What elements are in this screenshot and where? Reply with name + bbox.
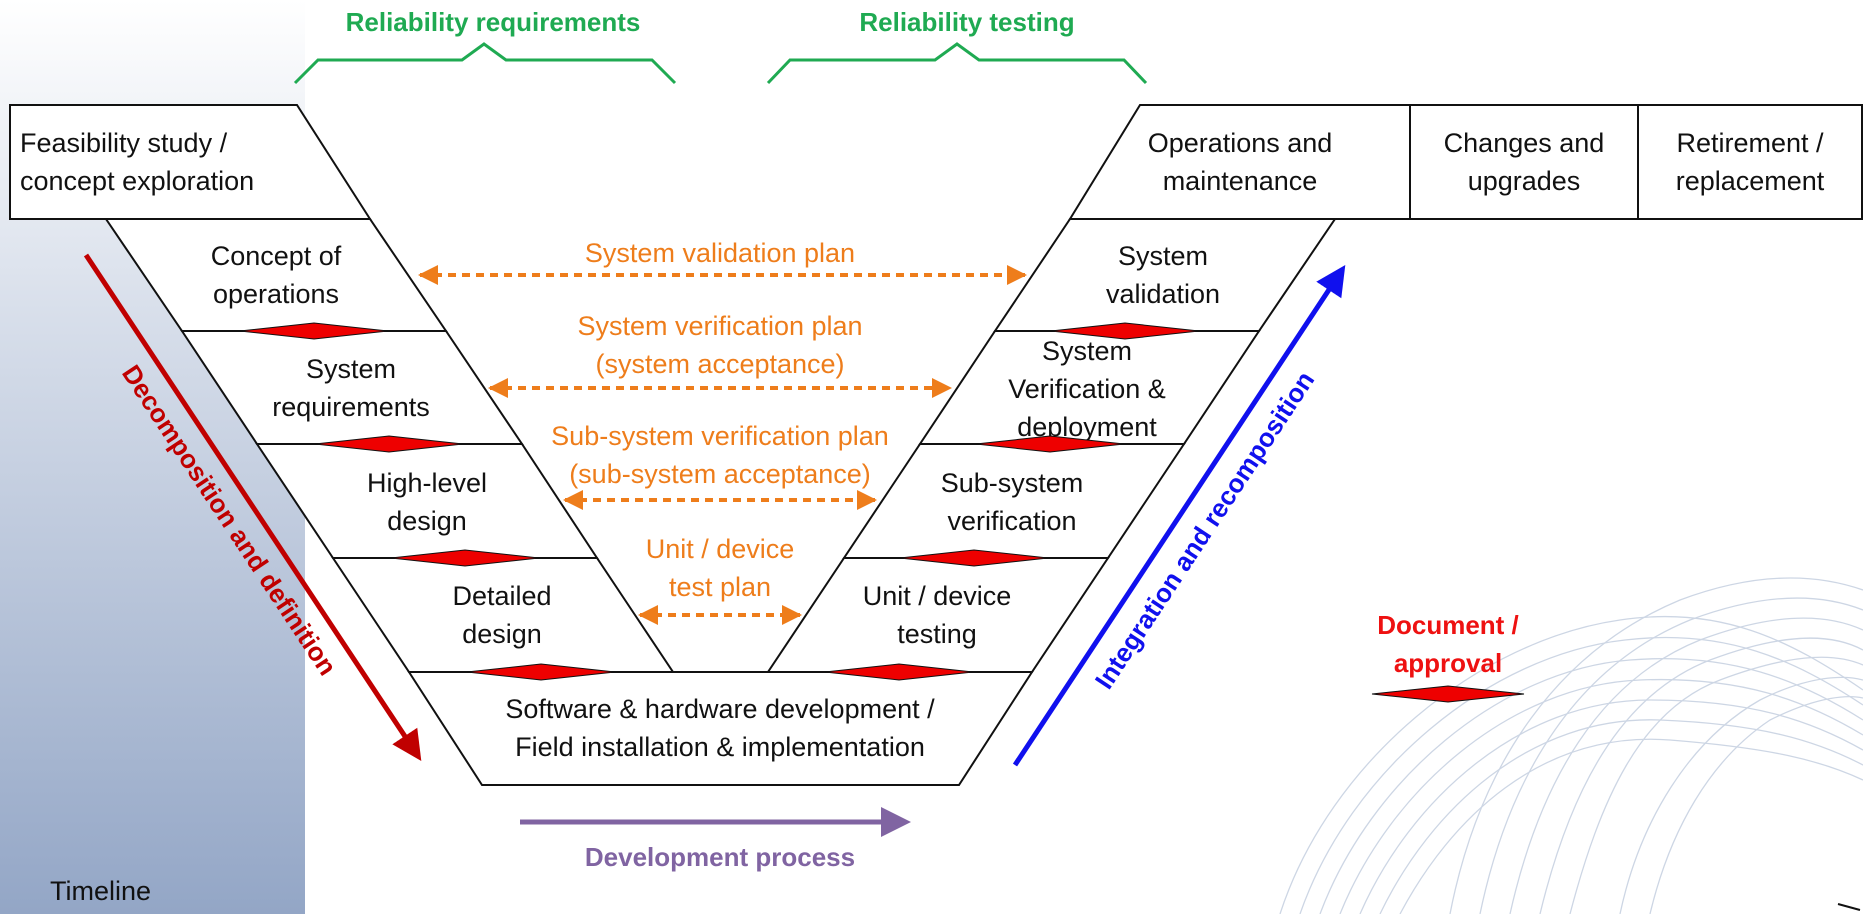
hld-line2: design bbox=[387, 506, 467, 536]
development-bottom-box bbox=[407, 671, 1034, 786]
sysreq-line1: System bbox=[306, 354, 396, 384]
subsystem-verification-plan-line2: (sub-system acceptance) bbox=[569, 459, 871, 489]
operations-line1: Operations and bbox=[1148, 128, 1333, 158]
approval-diamond bbox=[899, 549, 1049, 567]
detailed-line1: Detailed bbox=[452, 581, 551, 611]
reliability-requirements-bracket bbox=[293, 42, 677, 85]
approval-diamond bbox=[975, 435, 1125, 453]
retirement-replacement-box bbox=[1637, 104, 1863, 220]
hld-line1: High-level bbox=[367, 468, 487, 498]
retirement-line2: replacement bbox=[1676, 166, 1825, 196]
reliability-testing-bracket bbox=[766, 42, 1148, 85]
legend-line1: Document / bbox=[1377, 610, 1519, 640]
legend-line2: approval bbox=[1394, 648, 1502, 678]
reliability-requirements-label: Reliability requirements bbox=[346, 7, 641, 37]
approval-diamond bbox=[239, 322, 389, 340]
operations-maintenance-box bbox=[1068, 104, 1411, 220]
concept-line2: operations bbox=[213, 279, 339, 309]
feasibility-study-box bbox=[9, 104, 372, 220]
system-validation-plan-label: System validation plan bbox=[585, 238, 855, 268]
decorative-swirl bbox=[1279, 577, 1863, 914]
subsys-line2: verification bbox=[947, 506, 1076, 536]
unit-test-plan-line2: test plan bbox=[669, 572, 771, 602]
bottom-line2: Field installation & implementation bbox=[515, 732, 925, 762]
decomposition-arrow bbox=[83, 253, 422, 762]
changes-upgrades-box bbox=[1409, 104, 1639, 220]
unit-testing-line2: testing bbox=[897, 619, 977, 649]
approval-diamond bbox=[1050, 322, 1200, 340]
feasibility-line1: Feasibility study / bbox=[20, 128, 228, 158]
timeline-arrow-tip bbox=[1837, 903, 1861, 911]
development-process-label: Development process bbox=[585, 842, 855, 872]
reliability-testing-label: Reliability testing bbox=[859, 7, 1074, 37]
system-verification-plan-line1: System verification plan bbox=[577, 311, 862, 341]
detailed-design-stage bbox=[331, 557, 675, 673]
bottom-line1: Software & hardware development / bbox=[505, 694, 935, 724]
subsystem-verification-plan-line1: Sub-system verification plan bbox=[551, 421, 889, 451]
system-validation-stage bbox=[993, 218, 1337, 332]
unit-testing-line1: Unit / device bbox=[863, 581, 1012, 611]
sysval-line2: validation bbox=[1106, 279, 1220, 309]
system-verification-plan-line2: (system acceptance) bbox=[595, 349, 844, 379]
approval-diamond bbox=[466, 663, 616, 681]
detailed-line2: design bbox=[462, 619, 542, 649]
sysver-line2: Verification & bbox=[1008, 374, 1166, 404]
high-level-design-stage bbox=[255, 443, 599, 559]
timeline-label: Timeline bbox=[50, 876, 151, 906]
changes-line2: upgrades bbox=[1468, 166, 1581, 196]
retirement-line1: Retirement / bbox=[1676, 128, 1824, 158]
changes-line1: Changes and bbox=[1444, 128, 1605, 158]
feasibility-line2: concept exploration bbox=[20, 166, 254, 196]
unit-test-plan-line1: Unit / device bbox=[646, 534, 795, 564]
subsys-line1: Sub-system bbox=[941, 468, 1084, 498]
sub-system-verification-stage bbox=[842, 443, 1186, 559]
integration-arrow bbox=[1012, 264, 1346, 767]
operations-line2: maintenance bbox=[1163, 166, 1318, 196]
legend-diamond bbox=[1371, 685, 1525, 703]
sysver-line1: System bbox=[1042, 336, 1132, 366]
sysval-line1: System bbox=[1118, 241, 1208, 271]
concept-line1: Concept of bbox=[211, 241, 342, 271]
unit-device-testing-stage bbox=[766, 557, 1110, 673]
sysreq-line2: requirements bbox=[272, 392, 430, 422]
approval-diamond bbox=[314, 435, 464, 453]
approval-diamond bbox=[390, 549, 540, 567]
approval-diamond bbox=[824, 663, 974, 681]
